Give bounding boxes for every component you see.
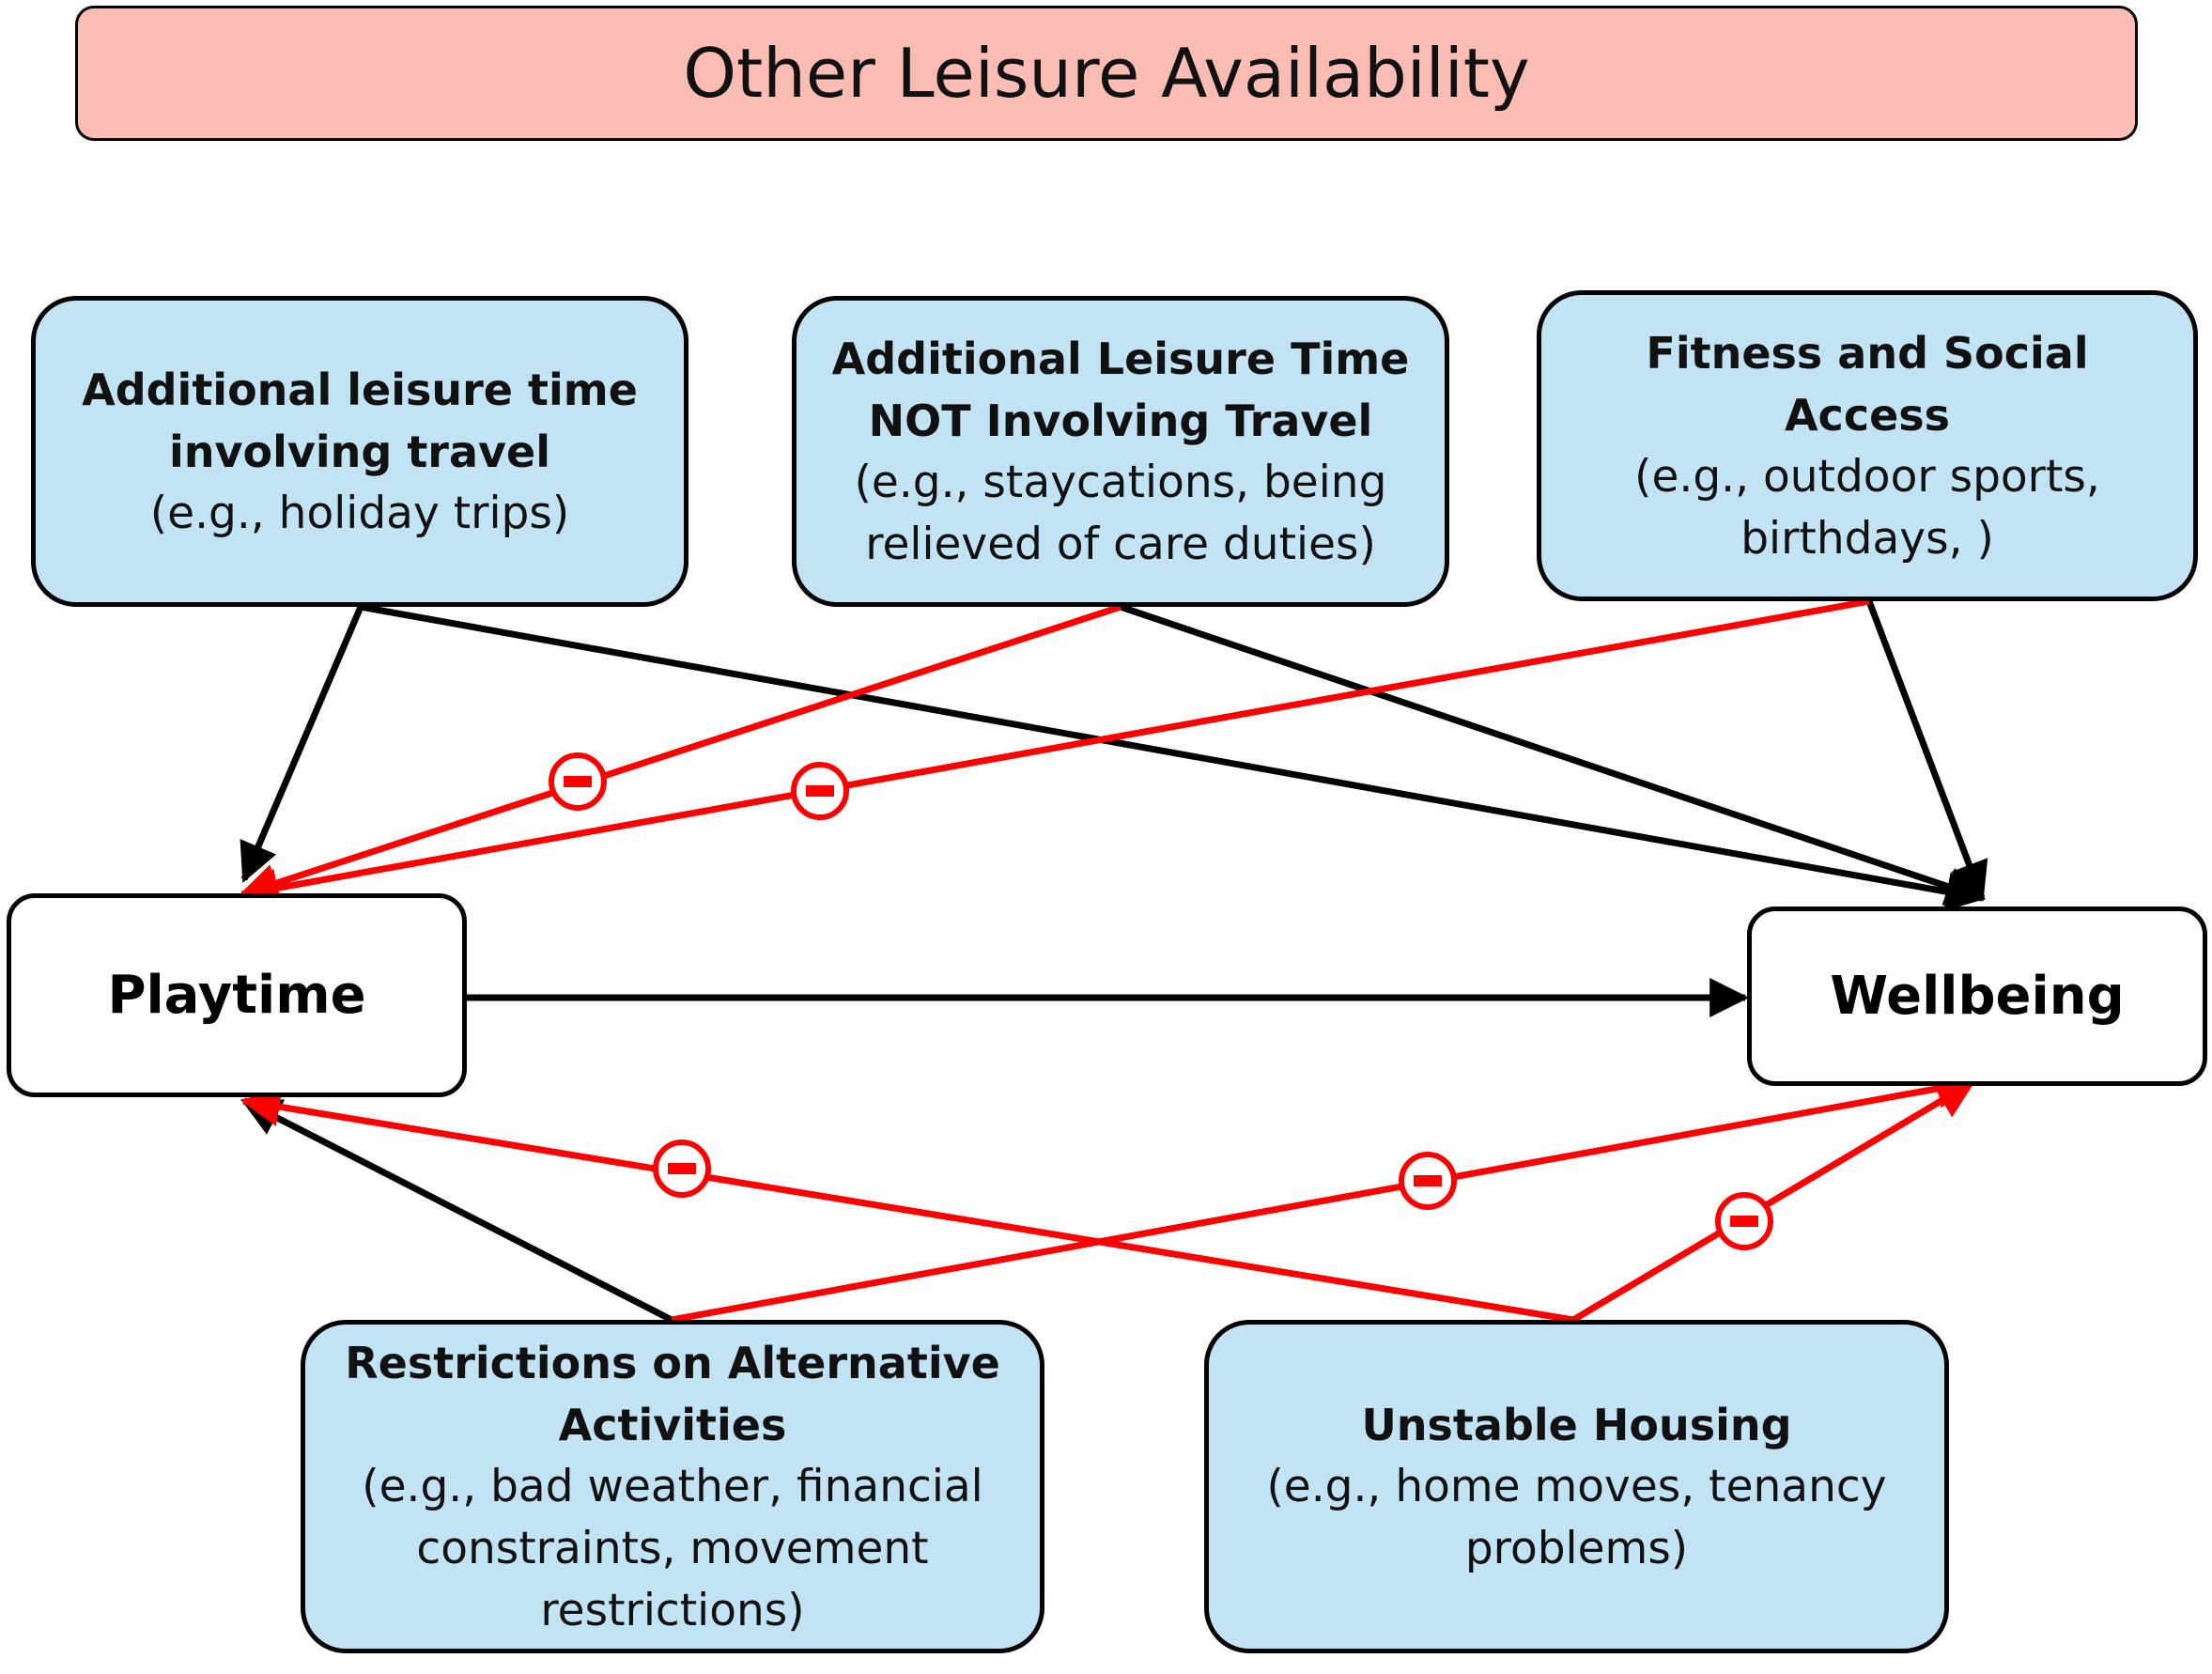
- factor-restrictions: Restrictions on Alternative Activities (…: [301, 1320, 1044, 1653]
- link-fitness-to-wellbeing: [1865, 599, 1988, 902]
- minus-icon: [1399, 1152, 1457, 1210]
- link-travel-to-playtime: [240, 605, 364, 883]
- factor-example-line: problems): [1464, 1522, 1689, 1574]
- factor-example-line: relieved of care duties): [865, 518, 1376, 570]
- minus-icon: [653, 1139, 711, 1198]
- factor-example-line: (e.g., staycations, being: [854, 456, 1387, 508]
- factor-example-line: constraints, movement: [416, 1522, 929, 1574]
- link-travel-to-wellbeing: [360, 603, 1987, 911]
- other-leisure-availability-banner: Other Leisure Availability: [75, 6, 2138, 141]
- outcome-wellbeing: Wellbeing: [1747, 907, 2207, 1086]
- factor-title-line: Additional leisure time: [82, 364, 638, 415]
- factor-example-line: (e.g., home moves, tenancy: [1266, 1460, 1887, 1512]
- factor-example-line: (e.g., holiday trips): [149, 487, 570, 539]
- outcome-playtime: Playtime: [7, 893, 467, 1097]
- link-non-travel-to-playtime: [239, 603, 1122, 903]
- minus-icon: [791, 762, 849, 820]
- factor-example-line: (e.g., bad weather, financial: [362, 1460, 983, 1512]
- factor-title-line: Fitness and Social: [1646, 327, 2089, 379]
- link-restrictions-to-playtime: [240, 1097, 673, 1324]
- factor-title-line: Additional Leisure Time: [831, 333, 1410, 384]
- factor-non-travel-leisure: Additional Leisure Time NOT Involving Tr…: [792, 296, 1449, 607]
- link-housing-to-wellbeing: [1571, 1078, 1976, 1324]
- factor-title-line: NOT Involving Travel: [868, 395, 1373, 446]
- factor-title-line: Activities: [558, 1399, 787, 1450]
- link-non-travel-to-wellbeing: [1119, 603, 1986, 906]
- factor-travel-leisure: Additional leisure time involving travel…: [31, 296, 688, 607]
- factor-title-line: Unstable Housing: [1361, 1399, 1792, 1450]
- link-fitness-to-playtime: [238, 597, 1870, 907]
- factor-example-line: (e.g., outdoor sports,: [1634, 450, 2100, 503]
- factor-example-line: birthdays, ): [1740, 512, 1994, 565]
- outcome-label: Playtime: [107, 965, 366, 1026]
- outcome-label: Wellbeing: [1830, 966, 2125, 1027]
- factor-unstable-housing: Unstable Housing (e.g., home moves, tena…: [1204, 1320, 1949, 1653]
- minus-icon: [549, 752, 607, 811]
- factor-title-line: involving travel: [169, 426, 550, 477]
- banner-label: Other Leisure Availability: [683, 34, 1530, 113]
- link-restrictions-to-wellbeing: [671, 1069, 1977, 1324]
- minus-icon: [1715, 1192, 1773, 1250]
- factor-fitness-social: Fitness and Social Access (e.g., outdoor…: [1537, 290, 2198, 601]
- factor-title-line: Restrictions on Alternative: [345, 1337, 1000, 1388]
- link-housing-to-playtime: [240, 1087, 1574, 1324]
- factor-title-line: Access: [1784, 389, 1951, 441]
- factor-example-line: restrictions): [540, 1584, 805, 1636]
